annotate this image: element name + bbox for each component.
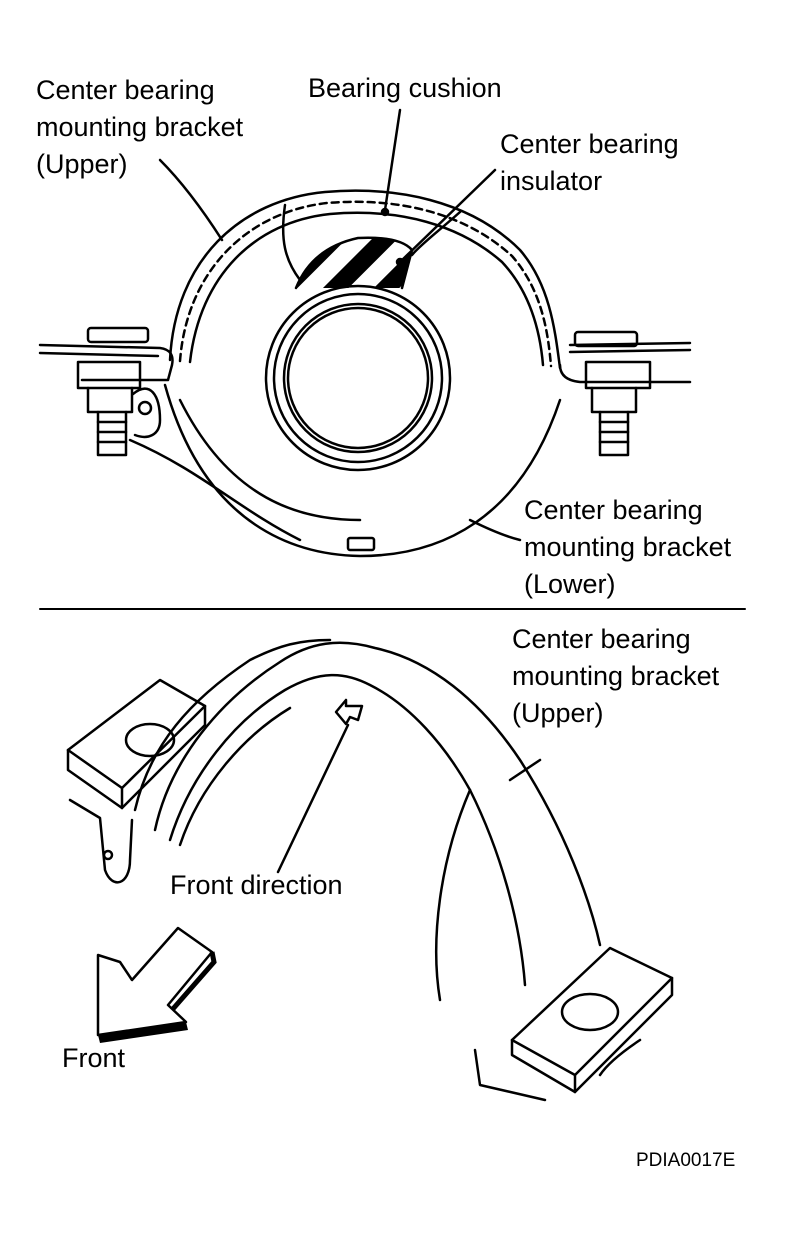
label-bearing-cushion: Bearing cushion [308,73,502,103]
front-direction-mark-icon [334,698,364,726]
label-upper-bracket-bottom: Center bearing mounting bracket (Upper) [512,624,720,728]
figure-code: PDIA0017E [636,1150,736,1171]
upper-bracket-band [153,641,602,947]
label-upper-bracket-top: Center bearing mounting bracket (Upper) [36,75,244,179]
label-front: Front [62,1043,126,1073]
label-center-bearing-insulator: Center bearing insulator [500,129,679,196]
front-arrow-icon [96,926,217,1043]
label-lower-bracket: Center bearing mounting bracket (Lower) [524,495,732,599]
bearing-outer-ring [264,284,452,472]
label-front-direction: Front direction [170,870,343,900]
upper-bracket-arch [168,189,562,370]
